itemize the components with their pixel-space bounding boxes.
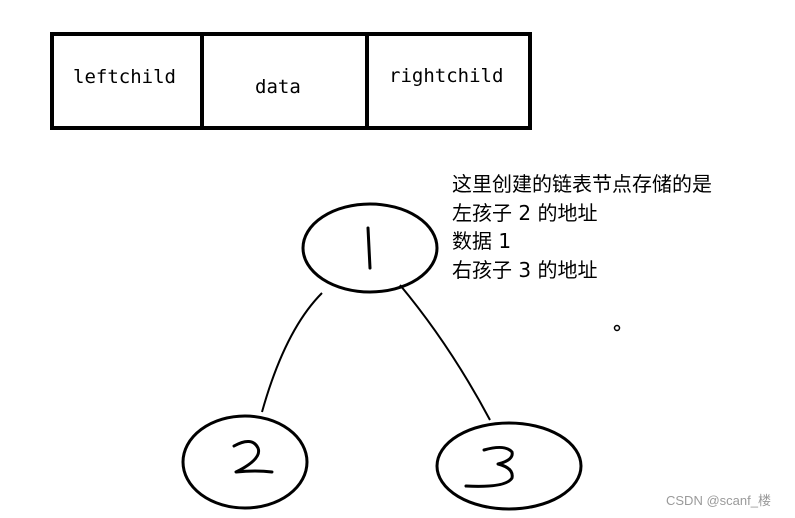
note-line: 右孩子 3 的地址 <box>452 257 598 282</box>
watermark: CSDN @scanf_楼 <box>666 493 771 508</box>
rightchild-label: rightchild <box>389 65 504 87</box>
rightchild-cell: rightchild <box>369 36 532 126</box>
note-line: 这里创建的链表节点存储的是 <box>452 172 712 196</box>
edge-root-right <box>399 284 491 421</box>
stray-dot <box>613 324 621 332</box>
note-line: 数据 1 <box>452 229 512 253</box>
tree-node-left <box>181 414 309 510</box>
note-line: 左孩子 2 的地址 <box>452 200 598 225</box>
tree-node-root <box>301 202 439 294</box>
data-label: data <box>255 76 301 98</box>
leftchild-cell: leftchild <box>54 36 204 126</box>
left-digit <box>232 440 274 474</box>
leftchild-label: leftchild <box>73 66 176 88</box>
right-digit <box>464 445 514 488</box>
edge-root-left <box>261 292 323 413</box>
tree-node-right <box>435 421 583 511</box>
linked-node-structure: leftchild data rightchild <box>50 32 532 130</box>
explanation-note: 这里创建的链表节点存储的是 左孩子 2 的地址 数据 1 右孩子 3 的地址 <box>452 170 712 284</box>
root-digit <box>366 226 372 270</box>
data-cell: data <box>204 36 369 126</box>
right-value: 3 <box>509 473 510 475</box>
